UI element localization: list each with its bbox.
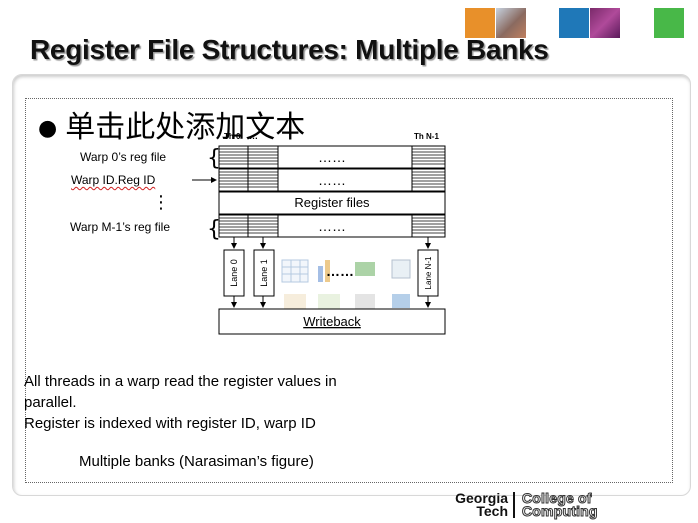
- thread-label-last: Th N-1: [414, 132, 439, 141]
- bank0-dots: ……: [318, 149, 346, 165]
- reg-bank-0: ……: [218, 145, 446, 169]
- warp0-label: Warp 0’s reg file: [80, 150, 167, 164]
- georgia-tech-logo: Georgia Tech: [455, 490, 508, 519]
- lane1-box: [253, 249, 275, 297]
- vertical-dots: ⋮: [152, 192, 170, 212]
- online-picture-icon: [318, 294, 340, 310]
- paragraph-line-2: parallel.: [24, 394, 77, 411]
- lanen1-label: Lane N-1: [424, 256, 433, 289]
- lane0-label: Lane 0: [229, 259, 239, 287]
- 3d-model-icon: [391, 259, 411, 279]
- figure-caption: Multiple banks (Narasiman’s figure): [79, 453, 314, 470]
- register-files-label: Register files: [294, 195, 370, 210]
- bank1-dots: ……: [318, 172, 346, 188]
- placeholder-icons: [281, 259, 411, 310]
- bullet-icon: ●: [38, 116, 58, 141]
- logo-divider: [513, 492, 515, 518]
- lane1-label: Lane 1: [259, 259, 269, 287]
- bullet-text: 单击此处添加文本: [65, 110, 306, 145]
- reg-bank-m1: ……: [218, 214, 446, 238]
- college-of-computing-logo: College of Computing: [522, 490, 598, 519]
- writeback-label: Writeback: [303, 314, 361, 329]
- video-icon: [355, 294, 375, 310]
- lane-dots: ……: [326, 263, 354, 279]
- brace-icon: {: [207, 146, 221, 171]
- bullet-placeholder[interactable]: ● 单击此处添加文本: [38, 102, 305, 146]
- deco-photo-square: [496, 8, 526, 38]
- text-placeholder-box[interactable]: [25, 98, 673, 483]
- thread-label-mid: …: [249, 131, 258, 141]
- thread-label-first: Th 0: [224, 132, 241, 141]
- warpm1-label: Warp M-1’s reg file: [70, 220, 171, 234]
- icon-insert-icon: [392, 294, 410, 308]
- warpid-label: Warp ID.Reg ID: [71, 173, 156, 187]
- deco-circuit-square: [590, 8, 620, 38]
- paragraph-line-1: All threads in a warp read the register …: [24, 373, 337, 390]
- writeback-box: [218, 308, 446, 335]
- picture-icon: [284, 294, 306, 310]
- bankm1-dots: ……: [318, 218, 346, 234]
- chart-icon: [318, 266, 323, 282]
- deco-blue-square: [559, 8, 589, 38]
- deco-orange-square: [465, 8, 495, 38]
- paragraph-line-3: Register is indexed with register ID, wa…: [24, 415, 316, 432]
- register-files-box: [218, 191, 446, 215]
- brace-icon: {: [207, 217, 221, 242]
- slide-title: Register File Structures: Multiple Banks: [30, 34, 549, 65]
- table-icon: [281, 259, 309, 283]
- content-frame: [12, 74, 691, 496]
- deco-green-square: [654, 8, 684, 38]
- reg-bank-1: ……: [218, 168, 446, 192]
- smartart-icon: [355, 262, 375, 276]
